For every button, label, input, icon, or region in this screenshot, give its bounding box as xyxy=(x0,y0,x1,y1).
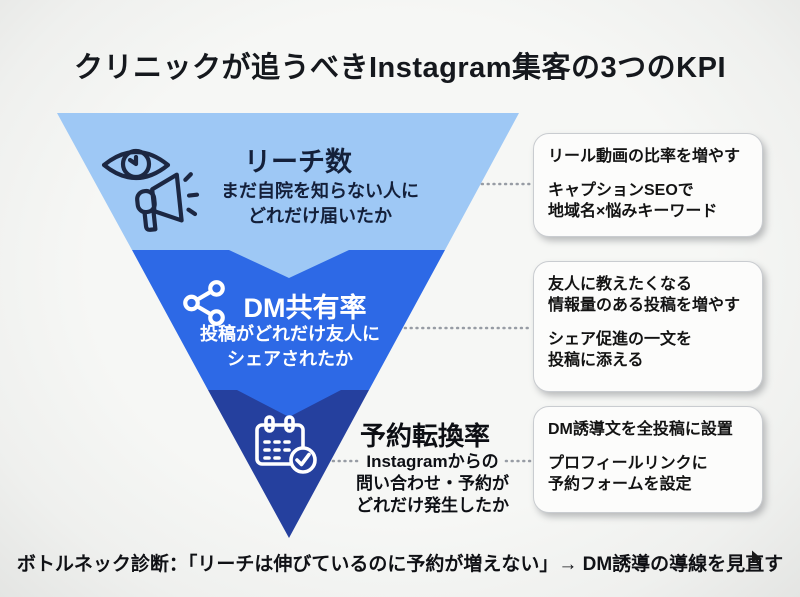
callout-booking-line2: プロフィールリンクに xyxy=(548,455,708,472)
callout-share-line2: 情報量のある投稿を増やす xyxy=(548,297,741,314)
eye-megaphone-icon xyxy=(101,148,200,232)
callout-booking-tips: DM誘導文を全投稿に設置 プロフィールリンクに 予約フォームを設定 xyxy=(533,406,763,513)
calendar-check-icon xyxy=(255,415,317,474)
funnel-level3-desc-line2: 問い合わせ・予約が xyxy=(356,474,509,493)
callout-booking-line1: DM誘導文を全投稿に設置 xyxy=(548,421,733,438)
share-icon xyxy=(183,280,225,326)
funnel-level2-desc: 投稿がどれだけ友人に シェアされたか xyxy=(165,322,415,372)
callout-share-line1: 友人に教えたくなる xyxy=(548,276,693,293)
callout-share-line4: 投稿に添える xyxy=(548,352,644,369)
callout-reach-line3: 地域名×悩みキーワード xyxy=(548,203,718,220)
callout-share-line3: シェア促進の一文を xyxy=(548,331,693,348)
funnel-level1-shape xyxy=(57,113,519,278)
funnel-level1-label: リーチ数 xyxy=(244,147,352,177)
funnel-level1-desc-line1: まだ自院を知らない人に xyxy=(221,181,419,201)
page-title: クリニックが追うべきInstagram集客の3つのKPI xyxy=(73,52,727,84)
bottleneck-diagnosis-text: ボトルネック診断：「リーチは伸びているのに予約が増えない」→ DM誘導の導線を見… xyxy=(16,554,784,575)
mouse-cursor-icon xyxy=(752,550,763,566)
funnel-level3-desc-line3: どれだけ発生したか xyxy=(356,496,509,515)
funnel-level2-desc-line2: シェアされたか xyxy=(227,349,353,369)
funnel-level3-desc-line1: Instagramからの xyxy=(366,452,499,471)
connector-lines-group xyxy=(331,182,536,463)
callout-reach-line2: キャプションSEOで xyxy=(548,182,694,199)
funnel-level3-label: 予約転換率 xyxy=(359,421,490,451)
funnel-level2-desc-line1: 投稿がどれだけ友人に xyxy=(200,324,380,344)
callout-reach-tips: リール動画の比率を増やす キャプションSEOで 地域名×悩みキーワード xyxy=(533,133,763,237)
funnel-level2-label: DM共有率 xyxy=(243,293,367,323)
callout-share-tips: 友人に教えたくなる 情報量のある投稿を増やす シェア促進の一文を 投稿に添える xyxy=(533,261,763,392)
callout-booking-line3: 予約フォームを設定 xyxy=(548,476,692,493)
callout-reach-line1: リール動画の比率を増やす xyxy=(548,148,741,165)
funnel-level1-desc-line2: どれだけ届いたか xyxy=(248,206,392,226)
funnel-level3-desc: Instagramからの 問い合わせ・予約が どれだけ発生したか xyxy=(345,451,520,517)
funnel-level1-desc: まだ自院を知らない人に どれだけ届いたか xyxy=(195,179,445,229)
